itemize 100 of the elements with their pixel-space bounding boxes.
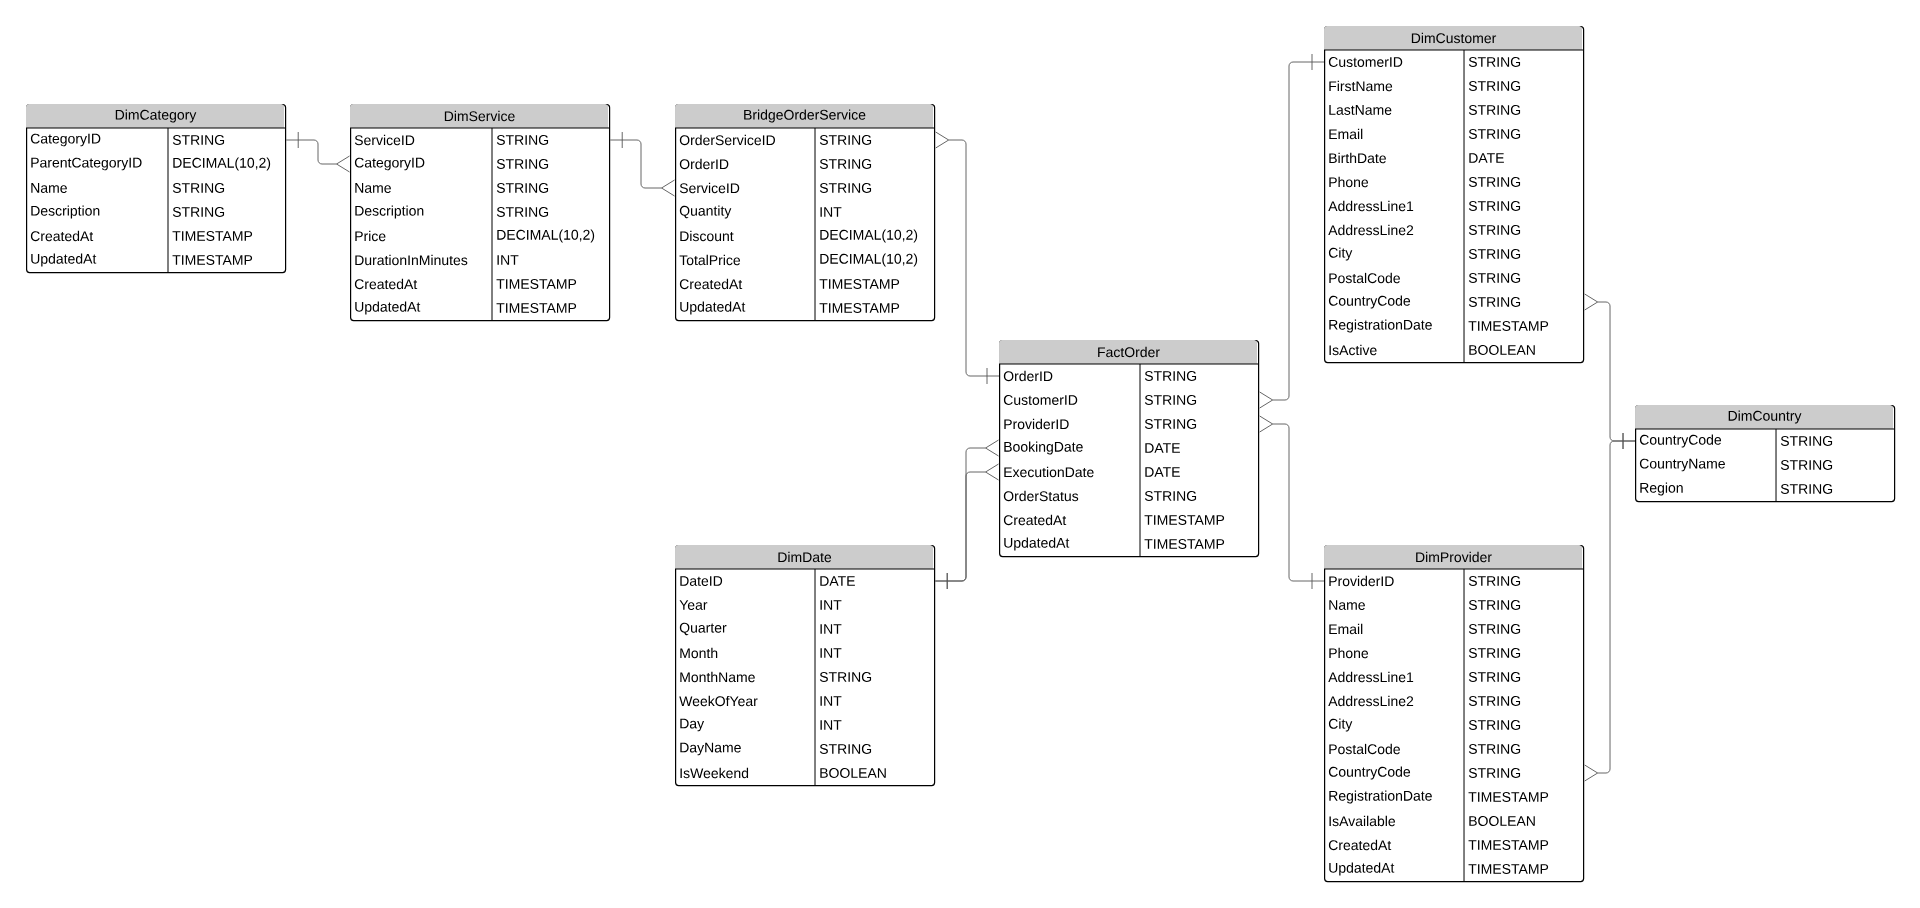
table <box>349 104 611 322</box>
data-type: TIMESTAMP <box>1468 840 1549 850</box>
data-type: STRING <box>1780 484 1833 494</box>
data-type: TIMESTAMP <box>496 279 577 289</box>
data-type: TIMESTAMP <box>819 279 900 289</box>
column-name: RegistrationDate <box>1329 319 1432 333</box>
column-name: PostalCode <box>1329 743 1400 755</box>
data-type: TIMESTAMP <box>172 231 253 241</box>
data-type: STRING <box>496 135 549 145</box>
data-type: TIMESTAMP <box>1468 864 1549 874</box>
relationship-line <box>1584 432 1636 782</box>
data-type: TIMESTAMP <box>1468 321 1549 331</box>
table-name: BridgeOrderService <box>744 109 866 123</box>
column-name: UpdatedAt <box>31 253 97 267</box>
column-name: UpdatedAt <box>1004 537 1070 551</box>
column-name: OrderID <box>1003 370 1053 382</box>
column-name: CreatedAt <box>1328 839 1392 851</box>
data-type: DECIMAL(10,2) <box>820 253 918 267</box>
data-type: DATE <box>1145 443 1180 453</box>
data-type: DECIMAL(10,2) <box>173 157 271 171</box>
table <box>25 104 287 274</box>
column-name: City <box>1328 718 1353 732</box>
table <box>1634 405 1896 503</box>
column-name: UpdatedAt <box>355 301 421 315</box>
data-type: STRING <box>1780 436 1833 446</box>
data-type: STRING <box>1468 57 1521 67</box>
column-name: FirstName <box>1329 80 1393 92</box>
table <box>674 545 936 787</box>
column-name: CategoryID <box>30 133 101 147</box>
data-type: DATE <box>1469 153 1504 163</box>
data-type: STRING <box>1468 720 1521 730</box>
data-type: STRING <box>1468 744 1521 754</box>
data-type: TIMESTAMP <box>1144 515 1225 525</box>
table-name: DimDate <box>778 551 832 563</box>
data-type: STRING <box>1468 624 1521 634</box>
data-type: STRING <box>819 183 872 193</box>
table-name: DimService <box>444 110 515 122</box>
data-type: STRING <box>1468 273 1521 283</box>
data-type: INT <box>820 696 842 706</box>
column-name: ParentCategoryID <box>31 157 142 171</box>
table-name: DimProvider <box>1416 551 1492 563</box>
column-name: UpdatedAt <box>1329 862 1395 876</box>
data-type: STRING <box>1468 177 1521 187</box>
table <box>1323 26 1585 364</box>
data-type: INT <box>820 624 842 634</box>
data-type: STRING <box>1468 129 1521 139</box>
table <box>674 104 936 322</box>
data-type: STRING <box>1468 249 1521 259</box>
data-type: STRING <box>1468 225 1521 235</box>
data-type: DATE <box>1145 467 1180 477</box>
data-type: INT <box>497 255 519 265</box>
data-type: STRING <box>1468 576 1521 586</box>
column-name: Name <box>1329 600 1365 610</box>
data-type: TIMESTAMP <box>1468 792 1549 802</box>
column-name: Phone <box>1329 647 1369 659</box>
column-name: PostalCode <box>1329 272 1400 284</box>
column-name: CreatedAt <box>679 278 743 290</box>
column-name: CreatedAt <box>1003 514 1067 526</box>
data-type: INT <box>820 600 842 610</box>
column-name: ProviderID <box>1329 575 1394 587</box>
data-type: TIMESTAMP <box>172 255 253 265</box>
column-name: WeekOfYear <box>679 695 758 707</box>
column-name: DayName <box>680 742 741 756</box>
data-type: STRING <box>1468 201 1521 211</box>
column-name: UpdatedAt <box>680 301 746 315</box>
data-type: INT <box>820 648 842 658</box>
data-type: STRING <box>1468 297 1521 307</box>
table-name: FactOrder <box>1098 346 1160 358</box>
data-type: STRING <box>1468 105 1521 115</box>
column-name: AddressLine1 <box>1328 671 1414 683</box>
column-name: Discount <box>680 230 734 242</box>
relationship-line <box>1259 415 1325 590</box>
column-name: ExecutionDate <box>1004 466 1094 478</box>
column-name: CountryCode <box>1328 295 1411 309</box>
data-type: STRING <box>819 159 872 169</box>
column-name: AddressLine2 <box>1328 695 1414 707</box>
column-name: Phone <box>1329 176 1369 188</box>
column-name: Year <box>679 600 708 610</box>
data-type: STRING <box>819 744 872 754</box>
data-type: DECIMAL(10,2) <box>497 229 595 243</box>
column-name: IsActive <box>1329 344 1377 356</box>
column-name: Region <box>1640 482 1683 496</box>
data-type: STRING <box>172 207 225 217</box>
table-name: DimCountry <box>1728 410 1802 424</box>
data-type: STRING <box>1468 672 1521 682</box>
data-type: DATE <box>820 576 855 586</box>
data-type: BOOLEAN <box>1469 345 1535 355</box>
data-type: TIMESTAMP <box>1144 539 1225 549</box>
data-type: STRING <box>496 207 549 217</box>
data-type: STRING <box>172 183 225 193</box>
data-type: STRING <box>819 672 872 682</box>
data-type: TIMESTAMP <box>496 303 577 313</box>
column-name: Day <box>680 718 705 732</box>
column-name: AddressLine1 <box>1328 200 1414 212</box>
column-name: TotalPrice <box>679 254 741 266</box>
column-name: BookingDate <box>1004 441 1083 455</box>
data-type: INT <box>820 720 842 730</box>
column-name: DateID <box>680 576 723 586</box>
column-name: Name <box>31 183 67 193</box>
data-type: TIMESTAMP <box>819 303 900 313</box>
